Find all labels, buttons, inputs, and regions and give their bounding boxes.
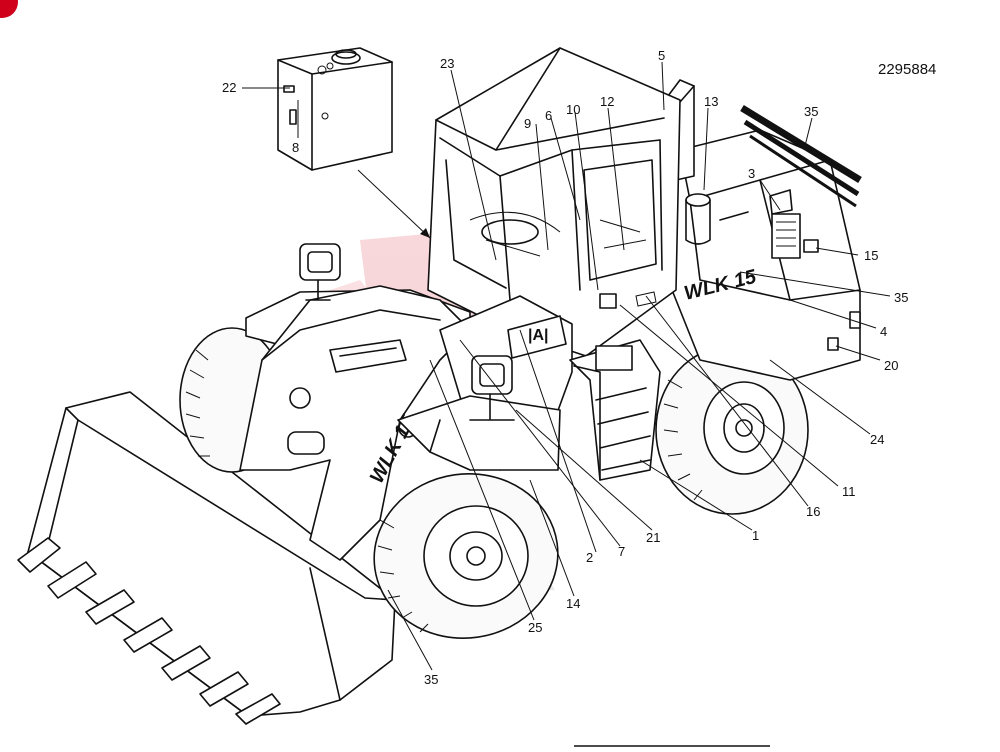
callout-14: 14 <box>566 596 580 611</box>
callout-2: 2 <box>586 550 593 565</box>
callout-35-side: 35 <box>894 290 908 305</box>
callout-16: 16 <box>806 504 820 519</box>
callout-3: 3 <box>748 166 755 181</box>
callout-35-top: 35 <box>804 104 818 119</box>
callout-6: 6 <box>545 108 552 123</box>
manufacturer-logo: |A| <box>528 327 549 344</box>
callout-25: 25 <box>528 620 542 635</box>
callout-20: 20 <box>884 358 898 373</box>
front-fender <box>397 395 561 471</box>
callout-23: 23 <box>440 56 454 71</box>
engine-hood: WLK 15 <box>671 129 861 381</box>
callout-12: 12 <box>600 94 614 109</box>
front-work-light <box>299 243 341 301</box>
leader-lines <box>242 61 891 671</box>
callout-35-bottom: 35 <box>424 672 438 687</box>
callout-1: 1 <box>752 528 759 543</box>
bucket <box>17 391 396 725</box>
callout-4: 4 <box>880 324 887 339</box>
callout-22: 22 <box>222 80 236 95</box>
rear-right-tire <box>655 345 809 515</box>
callout-8: 8 <box>292 140 299 155</box>
front-right-tire <box>373 472 559 640</box>
callout-21: 21 <box>646 530 660 545</box>
callout-24: 24 <box>870 432 884 447</box>
callout-11: 11 <box>842 484 856 499</box>
callout-labels: 1 2 3 4 5 6 7 8 9 10 11 12 13 14 15 16 2… <box>222 48 908 687</box>
corner-mark <box>0 0 18 18</box>
document-number: 2295884 <box>878 61 936 78</box>
callout-10: 10 <box>566 102 580 117</box>
callout-7: 7 <box>618 544 625 559</box>
stripe-decal <box>740 105 862 208</box>
fuel-tank-detail <box>277 47 393 171</box>
cab <box>427 47 681 357</box>
callout-15: 15 <box>864 248 878 263</box>
callout-5: 5 <box>658 48 665 63</box>
callout-13: 13 <box>704 94 718 109</box>
right-work-light <box>469 355 515 421</box>
callout-9: 9 <box>524 116 531 131</box>
